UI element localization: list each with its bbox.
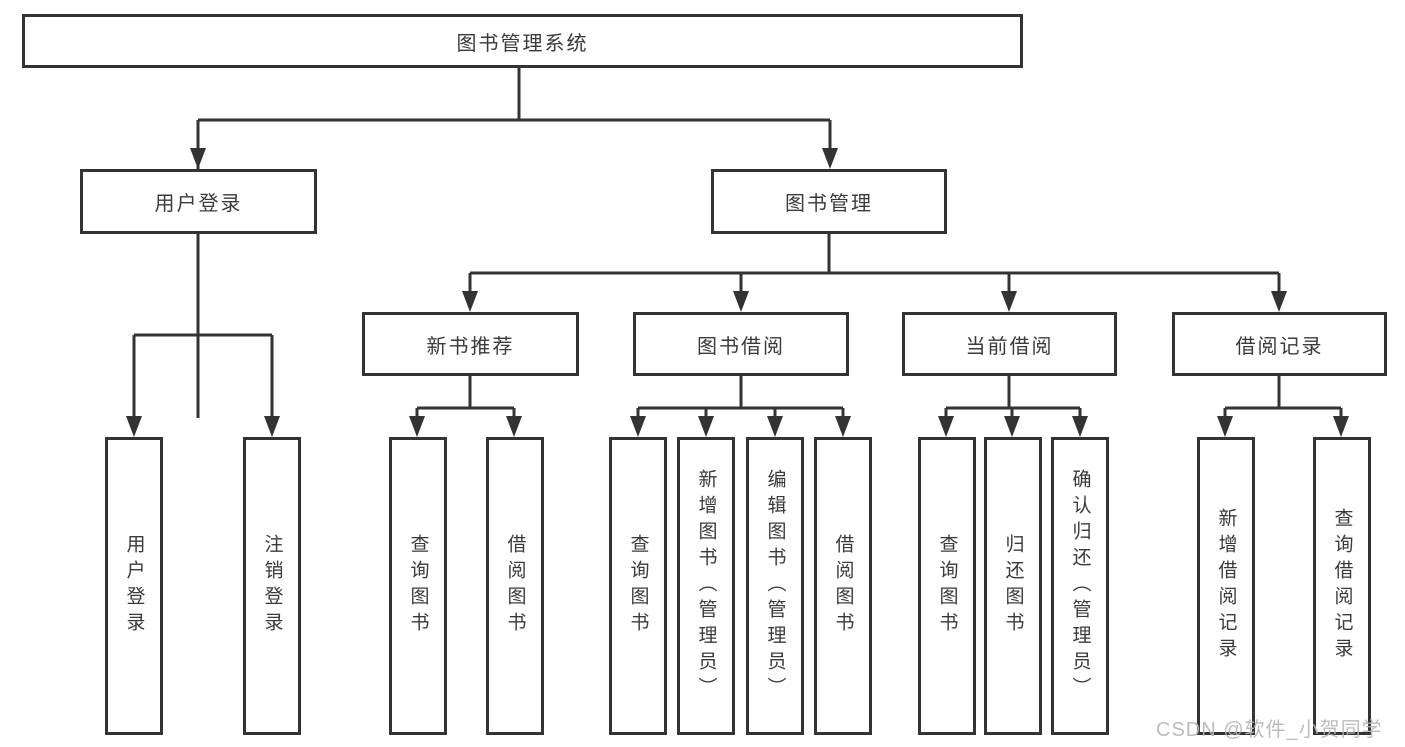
leaf-query-borrow-record: 查询借阅记录 bbox=[1313, 437, 1371, 735]
leaf-add-borrow-record: 新增借阅记录 bbox=[1197, 437, 1255, 735]
leaf-edit-books-admin: 编辑图书（管理员） bbox=[746, 437, 804, 735]
leaf-add-books-admin: 新增图书（管理员） bbox=[677, 437, 735, 735]
node-new-book-recommendation: 新书推荐 bbox=[362, 312, 579, 376]
node-book-management: 图书管理 bbox=[711, 169, 947, 234]
node-current-borrowing: 当前借阅 bbox=[902, 312, 1117, 376]
node-user-login: 用户登录 bbox=[80, 169, 317, 234]
leaf-query-books-current: 查询图书 bbox=[918, 437, 976, 735]
leaf-query-books-recommend: 查询图书 bbox=[389, 437, 447, 735]
leaf-query-books-borrowing: 查询图书 bbox=[609, 437, 667, 735]
watermark: CSDN @软件_小贺同学 bbox=[1156, 719, 1383, 741]
leaf-borrow-books-borrowing: 借阅图书 bbox=[814, 437, 872, 735]
node-library-management-system: 图书管理系统 bbox=[22, 14, 1023, 68]
leaf-borrow-books-recommend: 借阅图书 bbox=[486, 437, 544, 735]
leaf-confirm-return-admin: 确认归还（管理员） bbox=[1051, 437, 1109, 735]
node-book-borrowing: 图书借阅 bbox=[633, 312, 849, 376]
leaf-logout: 注销登录 bbox=[243, 437, 301, 735]
leaf-user-login: 用户登录 bbox=[105, 437, 163, 735]
leaf-return-books: 归还图书 bbox=[984, 437, 1042, 735]
node-borrowing-records: 借阅记录 bbox=[1172, 312, 1387, 376]
